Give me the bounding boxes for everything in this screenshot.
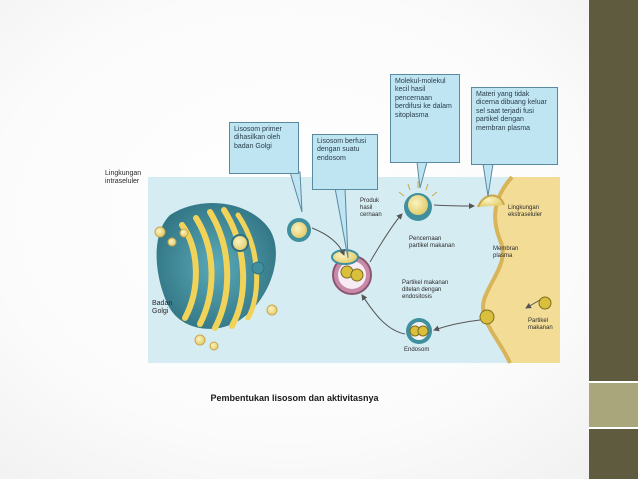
- label-endosom: Endosom: [404, 347, 430, 353]
- callout-molekul-kecil: Molekul-molekul kecil hasil pencernaan b…: [390, 74, 460, 163]
- callout-pointers: [289, 161, 494, 259]
- label-produk-hasil-cernaan: Produk hasil cernaan: [360, 198, 382, 218]
- label-partikel-makanan: Partikel makanan: [528, 318, 553, 331]
- digestion-vesicle: [398, 181, 438, 221]
- label-membran-plasma: Membran plasma: [493, 246, 519, 259]
- plasma-membrane: [480, 175, 514, 364]
- exocytosis-vesicle: [477, 194, 505, 208]
- figure-caption: Pembentukan lisosom dan aktivitasnya: [210, 393, 379, 403]
- callout-lisosom-berfusi: Lisosom berfusi dengan suatu endosom: [312, 134, 378, 190]
- sidebar-divider-top: [589, 381, 638, 383]
- extracellular-region: [482, 177, 560, 363]
- fused-lysosome-endosome: [331, 249, 372, 295]
- golgi-body: [154, 203, 278, 351]
- label-lingkungan-ekstraseluler: Lingkungan ekstraseluler: [508, 205, 543, 218]
- label-pencernaan-partikel: Pencernaan partikel makanan: [409, 236, 455, 249]
- endocytosis-particle: [479, 296, 552, 325]
- label-badan-golgi: Badan Golgi: [152, 300, 173, 316]
- endosome: [406, 318, 432, 344]
- callout-materi-tidak-dicerna: Materi yang tidak dicerna dibuang keluar…: [471, 87, 558, 165]
- sidebar-divider-bottom: [589, 427, 638, 429]
- label-lingkungan-intraseluler: Lingkungan intraseluler: [105, 170, 142, 186]
- label-partikel-ditelan: Partikel makanan ditelan dengan endosito…: [402, 280, 449, 300]
- sidebar-light-block: [589, 383, 638, 427]
- callout-lisosom-primer: Lisosom primer dihasilkan oleh badan Gol…: [229, 122, 299, 174]
- process-arrows: [311, 202, 541, 335]
- primary-lysosome: [287, 218, 311, 242]
